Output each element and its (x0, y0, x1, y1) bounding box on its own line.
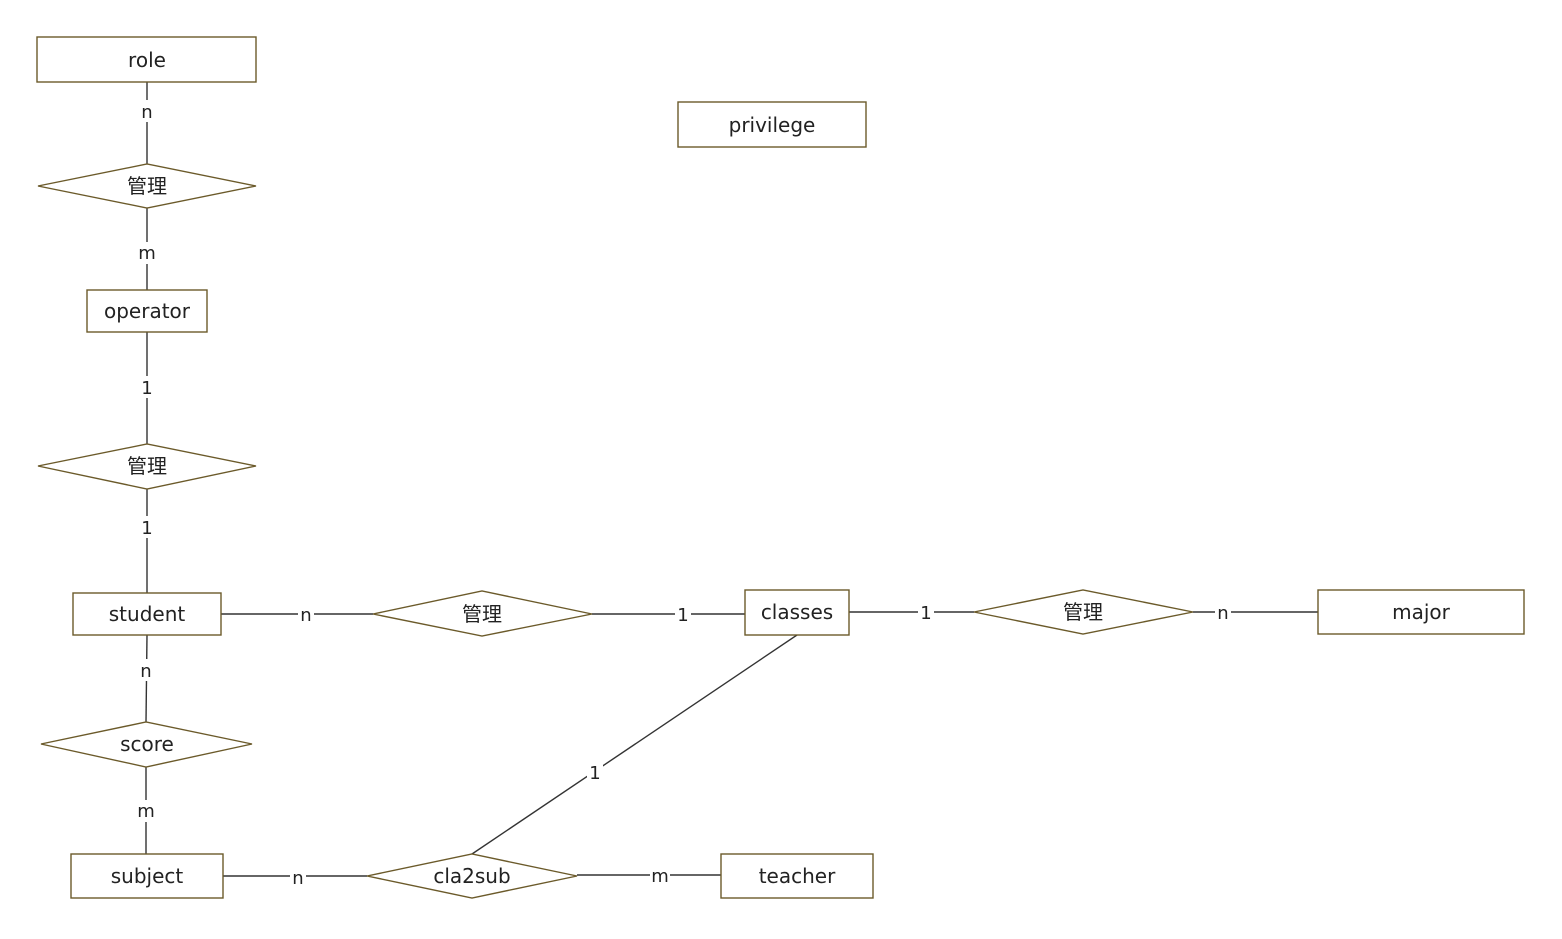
relation-role-operator-label: 管理 (127, 174, 167, 198)
relation-role-operator[interactable]: 管理 (37, 163, 257, 209)
entity-operator-label: operator (104, 299, 191, 323)
edges (145, 82, 1318, 877)
relation-classes-major[interactable]: 管理 (973, 589, 1194, 635)
card-classes-major-mj: n (1217, 603, 1228, 624)
card-role-side: n (141, 102, 152, 123)
relation-score-label: score (120, 732, 174, 756)
entity-student[interactable]: student (72, 592, 222, 636)
entities: role privilege operator student classes … (36, 36, 1525, 899)
card-classes-cla2sub: 1 (589, 763, 600, 784)
entity-subject-label: subject (111, 864, 184, 888)
card-teacher-cla2sub: m (651, 866, 669, 887)
relation-cla2sub[interactable]: cla2sub (366, 853, 578, 899)
card-operator-student-op: 1 (141, 378, 152, 399)
relation-operator-student[interactable]: 管理 (37, 443, 257, 490)
edge-cla2sub-classes (471, 634, 798, 855)
entity-subject[interactable]: subject (70, 853, 224, 899)
card-student-classes-st: n (300, 605, 311, 626)
relation-student-classes[interactable]: 管理 (372, 590, 593, 637)
entity-privilege-label: privilege (729, 113, 816, 137)
relation-operator-student-label: 管理 (127, 454, 167, 478)
relation-cla2sub-label: cla2sub (433, 864, 510, 888)
card-operator-student-st: 1 (141, 518, 152, 539)
entity-student-label: student (109, 602, 186, 626)
entity-role[interactable]: role (36, 36, 257, 83)
card-student-score: n (140, 661, 151, 682)
relation-classes-major-label: 管理 (1063, 600, 1103, 624)
relationships: 管理 管理 管理 管理 score cla2sub (37, 163, 1194, 899)
entity-major[interactable]: major (1317, 589, 1525, 635)
entity-teacher-label: teacher (759, 864, 836, 888)
entity-teacher[interactable]: teacher (720, 853, 874, 899)
entity-classes[interactable]: classes (744, 589, 850, 636)
card-student-classes-cl: 1 (677, 605, 688, 626)
entity-role-label: role (128, 48, 166, 72)
entity-classes-label: classes (761, 600, 833, 624)
card-subject-cla2sub: n (292, 868, 303, 889)
entity-major-label: major (1392, 600, 1451, 624)
relation-student-classes-label: 管理 (462, 602, 502, 626)
entity-privilege[interactable]: privilege (677, 101, 867, 148)
cardinality-labels: n m 1 1 n 1 1 n n m n 1 m (136, 100, 1231, 889)
card-classes-major-cl: 1 (920, 603, 931, 624)
relation-score[interactable]: score (40, 721, 253, 768)
card-operator-role-side: m (138, 243, 156, 264)
entity-operator[interactable]: operator (86, 289, 208, 333)
card-subject-score: m (137, 801, 155, 822)
